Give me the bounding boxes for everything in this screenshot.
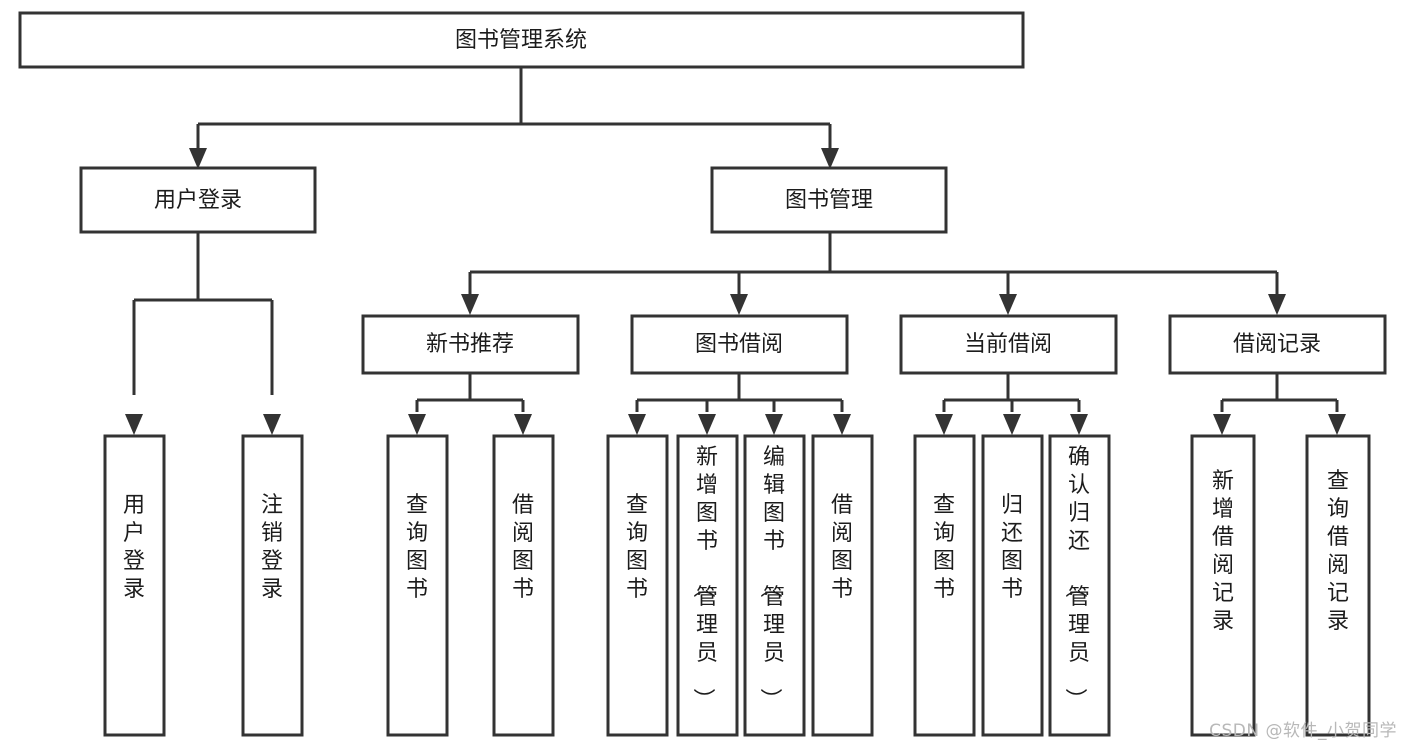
arrow-login-to-leaf1 [125, 414, 143, 435]
leaf-return-book-label: 归还图书 [1001, 493, 1023, 602]
node-login-label: 用户登录 [154, 188, 242, 213]
leaf-confirm-return[interactable]: 确认归还（管理员） [1048, 434, 1111, 737]
leaf-confirm-return-box[interactable] [1048, 434, 1111, 737]
node-login-box[interactable] [79, 166, 317, 234]
arrow-borrow-to-leaf2 [698, 414, 716, 435]
leaf-add-book-box[interactable] [676, 434, 739, 737]
arrow-borrow-to-leaf1 [628, 414, 646, 435]
node-root[interactable]: 图书管理系统 [18, 11, 1025, 69]
node-borrow-box[interactable] [630, 314, 849, 375]
leaf-user-logout-label: 注销登录 [261, 493, 283, 602]
node-current-box[interactable] [899, 314, 1118, 375]
leaf-user-login[interactable]: 用户登录 [103, 434, 166, 737]
node-newbook-label: 新书推荐 [426, 332, 514, 357]
leaf-query-record[interactable]: 查询借阅记录 [1305, 434, 1371, 737]
leaf-query-book-1[interactable]: 查询图书 [386, 434, 449, 737]
arrow-current-to-leaf1 [935, 414, 953, 435]
arrow-bookmgr-to-current [999, 294, 1017, 315]
leaf-borrow-book-1[interactable]: 借阅图书 [492, 434, 555, 737]
node-root-label: 图书管理系统 [455, 28, 587, 53]
leaf-edit-book[interactable]: 编辑图书（管理员） [743, 434, 806, 737]
leaf-confirm-return-label: 确认归还（管理员） [1062, 445, 1090, 710]
connector-group-current [935, 373, 1088, 435]
leaf-query-book-2-box[interactable] [606, 434, 669, 737]
connector-group-login [125, 232, 281, 435]
arrow-login-to-leaf2 [263, 414, 281, 435]
leaf-user-login-box[interactable] [103, 434, 166, 737]
leaf-add-record-box[interactable] [1190, 434, 1256, 737]
leaf-borrow-book-2-label: 借阅图书 [831, 493, 853, 602]
leaf-query-book-3-label: 查询图书 [933, 493, 955, 602]
leaf-query-record-box[interactable] [1305, 434, 1371, 737]
node-record-label: 借阅记录 [1233, 332, 1321, 357]
leaf-user-login-label: 用户登录 [123, 493, 145, 602]
leaf-edit-book-box[interactable] [743, 434, 806, 737]
arrow-bookmgr-to-record [1268, 294, 1286, 315]
leaf-borrow-book-2-box[interactable] [811, 434, 874, 737]
node-newbook[interactable]: 新书推荐 [361, 314, 580, 375]
arrow-current-to-leaf3 [1070, 414, 1088, 435]
leaf-query-book-3-box[interactable] [913, 434, 976, 737]
node-current[interactable]: 当前借阅 [899, 314, 1118, 375]
connector-group-borrow [628, 373, 851, 435]
node-current-label: 当前借阅 [964, 332, 1052, 357]
arrow-current-to-leaf2 [1003, 414, 1021, 435]
node-root-box[interactable] [18, 11, 1025, 69]
node-bookmgr-label: 图书管理 [785, 188, 873, 213]
arrow-record-to-leaf2 [1328, 414, 1346, 435]
leaf-edit-book-label: 编辑图书（管理员） [757, 445, 785, 710]
arrow-root-to-bookmgr [821, 148, 839, 169]
leaf-query-book-1-label: 查询图书 [406, 493, 428, 602]
node-record-box[interactable] [1168, 314, 1387, 375]
leaf-user-logout[interactable]: 注销登录 [241, 434, 304, 737]
leaf-return-book[interactable]: 归还图书 [981, 434, 1044, 737]
arrow-borrow-to-leaf3 [765, 414, 783, 435]
arrow-newbook-to-leaf1 [408, 414, 426, 435]
leaf-add-book[interactable]: 新增图书（管理员） [676, 434, 739, 737]
leaf-query-record-label: 查询借阅记录 [1327, 469, 1349, 634]
leaf-query-book-3[interactable]: 查询图书 [913, 434, 976, 737]
csdn-watermark: CSDN @软件_小贺同学 [1209, 721, 1397, 741]
leaf-borrow-book-2[interactable]: 借阅图书 [811, 434, 874, 737]
arrow-bookmgr-to-borrow [730, 294, 748, 315]
leaf-return-book-box[interactable] [981, 434, 1044, 737]
node-newbook-box[interactable] [361, 314, 580, 375]
leaf-add-record[interactable]: 新增借阅记录 [1190, 434, 1256, 737]
node-bookmgr-box[interactable] [710, 166, 948, 234]
leaf-query-book-2[interactable]: 查询图书 [606, 434, 669, 737]
leaf-add-book-label: 新增图书（管理员） [690, 445, 718, 710]
leaf-borrow-book-1-label: 借阅图书 [512, 493, 534, 602]
node-login[interactable]: 用户登录 [79, 166, 317, 234]
node-bookmgr[interactable]: 图书管理 [710, 166, 948, 234]
arrow-newbook-to-leaf2 [514, 414, 532, 435]
arrow-borrow-to-leaf4 [833, 414, 851, 435]
connector-group-record [1213, 373, 1346, 435]
leaf-query-book-2-label: 查询图书 [626, 493, 648, 602]
leaf-borrow-book-1-box[interactable] [492, 434, 555, 737]
node-borrow[interactable]: 图书借阅 [630, 314, 849, 375]
arrow-root-to-login [189, 148, 207, 169]
connector-group-root [189, 67, 839, 169]
leaf-add-record-label: 新增借阅记录 [1212, 469, 1234, 634]
leaf-user-logout-box[interactable] [241, 434, 304, 737]
connector-group-bookmgr [461, 232, 1286, 315]
node-record[interactable]: 借阅记录 [1168, 314, 1387, 375]
arrow-record-to-leaf1 [1213, 414, 1231, 435]
node-borrow-label: 图书借阅 [695, 332, 783, 357]
arrow-bookmgr-to-newbook [461, 294, 479, 315]
connector-group-newbook [408, 373, 532, 435]
leaf-query-book-1-box[interactable] [386, 434, 449, 737]
